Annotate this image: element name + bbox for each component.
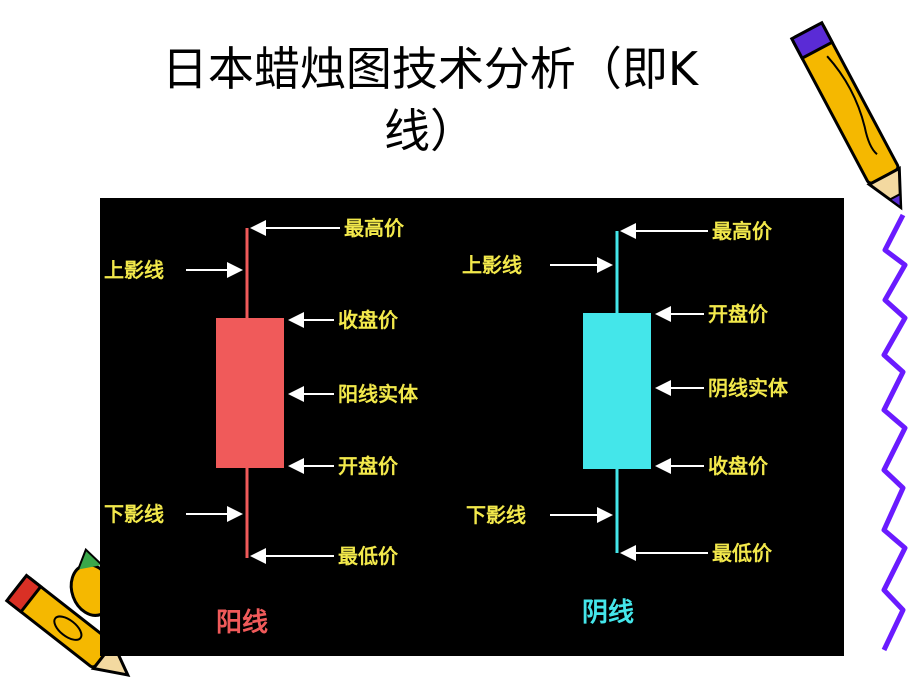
yang-label-open: 开盘价: [338, 454, 398, 478]
title-line2: 线）: [384, 104, 476, 158]
yang-label-high: 最高价: [344, 216, 404, 240]
candlestick-diagram-panel: 最高价 上影线 收盘价 阳线实体 开盘价 下影线 最低价 阳线 最高价 上影线 …: [100, 198, 844, 656]
yang-label-lower-shadow: 下影线: [104, 502, 164, 526]
yang-caption: 阳线: [216, 608, 269, 638]
yin-label-low: 最低价: [712, 541, 772, 565]
yang-label-low: 最低价: [338, 544, 398, 568]
yin-label-close: 收盘价: [708, 454, 768, 478]
yang-label-upper-shadow: 上影线: [104, 258, 164, 282]
yang-label-close: 收盘价: [338, 308, 398, 332]
page-title: 日本蜡烛图技术分析（即K 线）: [60, 38, 800, 162]
yin-label-lower-shadow: 下影线: [466, 503, 526, 527]
yin-caption: 阴线: [582, 598, 635, 628]
yin-label-upper-shadow: 上影线: [462, 253, 522, 277]
title-line1: 日本蜡烛图技术分析（即K: [161, 42, 699, 96]
yang-body: [216, 318, 284, 468]
yin-label-body: 阴线实体: [708, 376, 788, 400]
yin-label-open: 开盘价: [708, 302, 768, 326]
yang-label-body: 阳线实体: [338, 382, 418, 406]
yin-label-high: 最高价: [712, 219, 772, 243]
yin-body: [583, 313, 651, 469]
candlestick-diagram: [186, 220, 708, 564]
